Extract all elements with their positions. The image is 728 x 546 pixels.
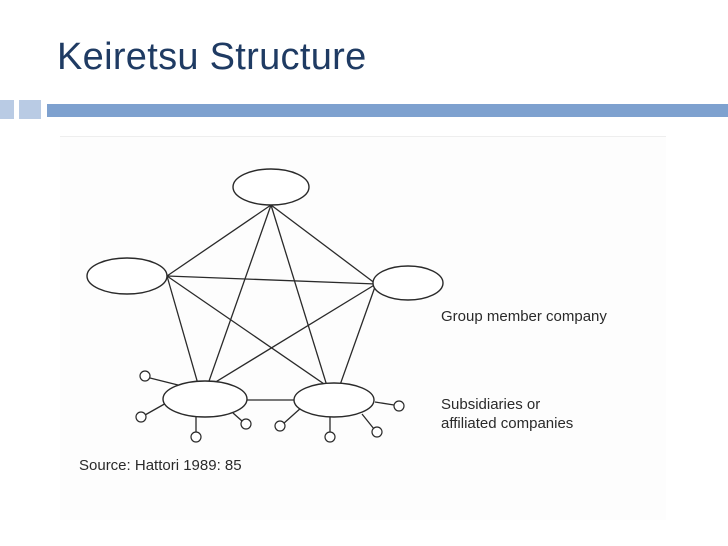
subsidiary-node bbox=[240, 418, 252, 430]
edge-right-bottom-right bbox=[339, 283, 377, 386]
subsidiary-node bbox=[135, 411, 147, 423]
subsidiary-node bbox=[371, 426, 383, 438]
subsidiary-node bbox=[139, 370, 151, 382]
accent-title-bar bbox=[47, 104, 728, 117]
company-node-bottom-left bbox=[162, 380, 248, 418]
label-subsidiaries-line1: Subsidiaries or bbox=[441, 396, 540, 413]
label-subsidiaries-line2: affiliated companies bbox=[441, 415, 573, 432]
subsidiary-node bbox=[190, 431, 202, 443]
company-node-right bbox=[372, 265, 444, 301]
company-node-bottom-right bbox=[293, 382, 375, 418]
edge-top-left bbox=[166, 204, 272, 277]
edge-top-bottom-right bbox=[270, 204, 328, 387]
subsidiary-node bbox=[274, 420, 286, 432]
company-node-top bbox=[232, 168, 310, 206]
subsidiary-node bbox=[393, 400, 405, 412]
accent-square-small bbox=[0, 100, 14, 119]
source-citation: Source: Hattori 1989: 85 bbox=[79, 457, 242, 474]
scanned-figure-area bbox=[60, 136, 666, 520]
accent-square-large bbox=[19, 100, 41, 119]
subsidiary-node bbox=[324, 431, 336, 443]
edge-top-bottom-left bbox=[207, 204, 272, 385]
company-node-left bbox=[86, 257, 168, 295]
slide-title: Keiretsu Structure bbox=[57, 36, 367, 78]
edge-left-right bbox=[166, 275, 377, 285]
edge-right-bottom-left bbox=[213, 283, 377, 384]
edge-left-bottom-left bbox=[166, 275, 199, 385]
label-group-member: Group member company bbox=[441, 308, 607, 325]
edge-top-right bbox=[270, 204, 377, 285]
edge-left-bottom-right bbox=[166, 275, 328, 387]
